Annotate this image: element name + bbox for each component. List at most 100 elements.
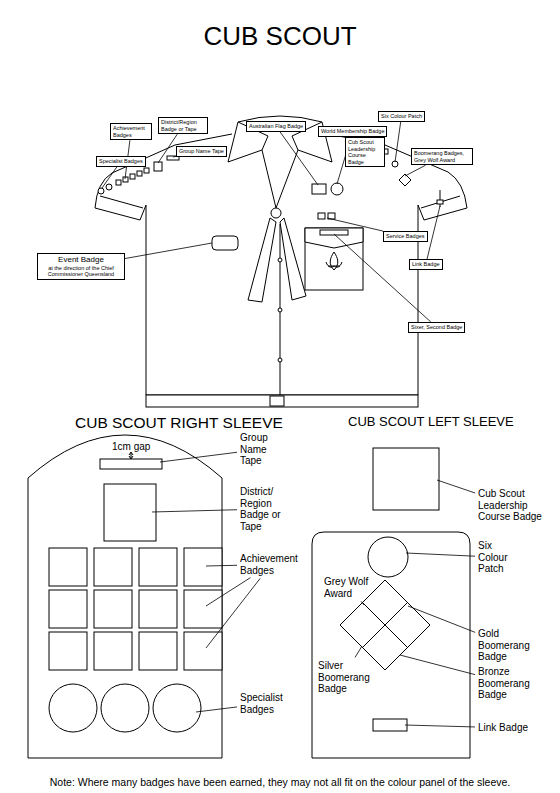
leader-line [334, 234, 431, 322]
part-label: Grey Wolf Award [324, 576, 376, 599]
specialist-badge [101, 684, 149, 732]
leader-line [405, 165, 426, 176]
neckerchief-tail [248, 218, 276, 302]
leader-line [327, 218, 383, 231]
leader-line [400, 655, 475, 675]
shirt-body [95, 134, 467, 395]
callout-text: District/Region Badge or Tape [161, 119, 205, 132]
part-label: Silver Boomerang Badge [318, 660, 368, 695]
button [278, 358, 282, 362]
callout-text: Sixer, Second Badge [411, 324, 462, 331]
callout-box: Six Colour Patch [378, 111, 425, 122]
achievement-badge [144, 168, 149, 173]
button [278, 258, 282, 262]
event-badge [212, 236, 238, 250]
achievement-badge [94, 590, 132, 628]
callout-text: Group Name Tape [179, 148, 224, 155]
callout-text: Event Badge [40, 255, 122, 265]
leader-line [160, 452, 237, 462]
callout-box: Cub Scout Leadership Course Badge [345, 137, 385, 167]
specialist-badge [49, 684, 97, 732]
part-label: Achievement Badges [240, 553, 302, 576]
leader-line [437, 480, 475, 493]
callout-box: Sixer, Second Badge [408, 322, 465, 333]
service-badge [318, 213, 325, 219]
achievement-badge [94, 548, 132, 586]
flag-badge [312, 184, 326, 194]
part-label: Specialist Badges [240, 692, 290, 715]
callout-box: Event Badgeat the direction of the Chief… [37, 253, 125, 280]
achievement-badge [130, 174, 135, 179]
callout-box: World Membership Badge [318, 126, 387, 137]
leadership-badge [373, 448, 439, 510]
leader-line [427, 206, 440, 259]
woggle [271, 208, 281, 218]
callout-box: Link Badge [409, 259, 443, 270]
leader-line [152, 510, 237, 512]
part-label: Link Badge [478, 722, 528, 734]
achievement-badge [137, 171, 142, 176]
achievement-badge [49, 632, 87, 670]
achievement-badge [139, 632, 177, 670]
achievement-badge [139, 590, 177, 628]
callout-text: Australian Flag Badge [249, 123, 303, 130]
leader-line [206, 578, 250, 606]
callout-text: World Membership Badge [321, 128, 384, 135]
callout-box: Group Name Tape [176, 146, 227, 157]
link-badge [373, 719, 407, 731]
note-text: Note: Where many badges have been earned… [0, 776, 560, 788]
leader-line [280, 132, 318, 185]
achievement-badge [184, 632, 222, 670]
achievement-badge [116, 180, 121, 185]
part-label: Bronze Boomerang Badge [478, 666, 538, 701]
leader-line [395, 122, 401, 162]
leader-line [355, 646, 362, 657]
specialist-badge [106, 184, 112, 190]
leader-line [406, 553, 475, 556]
belt-buckle [270, 396, 284, 406]
achievement-badge [94, 632, 132, 670]
callout-text: Service Badges [386, 233, 425, 240]
specialist-badge [98, 188, 104, 194]
callout-text: Link Badge [412, 261, 440, 268]
right-sleeve-panel [28, 435, 222, 758]
pocket-flap [305, 228, 363, 248]
leader-line [361, 601, 364, 605]
part-label: Six Colour Patch [478, 540, 518, 575]
district-badge [104, 484, 156, 541]
callout-box: Service Badges [383, 231, 428, 242]
group-name-tape [167, 156, 179, 160]
gap-arrow [129, 452, 133, 459]
part-label: Cub Scout Leadership Course Badge [478, 488, 544, 523]
part-label: District/ Region Badge or Tape [240, 486, 288, 532]
callout-box: Specialist Badges [96, 156, 146, 167]
callout-text: Specialist Badges [99, 158, 143, 165]
leader-line [158, 134, 177, 163]
achievement-badge [184, 590, 222, 628]
district-badge [154, 162, 162, 171]
world-badge [331, 183, 343, 195]
six-colour-patch [368, 537, 408, 577]
leader-line [405, 725, 475, 727]
page-title: CUB SCOUT [0, 22, 560, 51]
achievement-badge [49, 590, 87, 628]
leader-line [408, 606, 475, 632]
pocket [305, 228, 363, 290]
belt [146, 395, 418, 407]
achievement-badge [184, 548, 222, 586]
callout-box: District/Region Badge or Tape [158, 117, 208, 134]
part-label: Group Name Tape [240, 432, 282, 467]
neckerchief-tail [280, 218, 306, 300]
achievement-badge [49, 548, 87, 586]
button [278, 308, 282, 312]
callout-text: Six Colour Patch [381, 113, 422, 120]
link-badge [437, 200, 443, 204]
leader-line [206, 578, 260, 648]
part-label: Gold Boomerang Badge [478, 628, 538, 663]
callout-text: Achievement Badges [113, 125, 149, 138]
leader-line [125, 243, 212, 259]
achievement-badge [139, 548, 177, 586]
